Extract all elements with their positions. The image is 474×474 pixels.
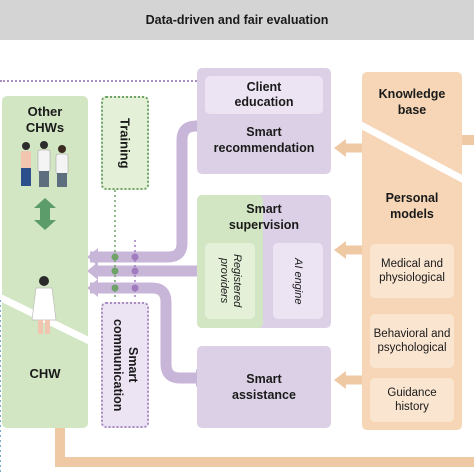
channel-to-assistance <box>90 282 198 384</box>
chw-column: Other CHWs CHW <box>2 96 88 428</box>
training-label: Training <box>117 117 133 169</box>
knowledge-diagonal-divider <box>362 120 462 188</box>
client-education-box: Client education <box>205 76 323 114</box>
smart-recommendation-label: Smart recommendation <box>213 125 315 155</box>
smart-assistance-box: Smart assistance <box>197 346 331 428</box>
recommendation-panel: Client education Smart recommendation <box>197 68 331 174</box>
chw-group-icon <box>16 140 78 190</box>
people-group-icon <box>21 141 69 187</box>
knowledge-base-label: Knowledge base <box>378 87 446 117</box>
diagram-title: Data-driven and fair evaluation <box>145 13 329 27</box>
behavioral-psychological-box: Behavioral and psychological <box>370 314 454 368</box>
chw-person-icon <box>28 274 60 336</box>
smart-communication-box: Smart communication <box>101 302 149 428</box>
feedback-loop-arrow <box>55 428 474 467</box>
smart-supervision-label: Smart supervision <box>228 202 300 232</box>
registered-providers-box: Registered providers <box>205 243 255 319</box>
training-box: Training <box>101 96 149 190</box>
title-banner: Data-driven and fair evaluation <box>0 0 474 40</box>
knowledge-panel: Knowledge base Personal models Medical a… <box>362 72 462 430</box>
dotted-connector-top <box>0 80 200 82</box>
ai-engine-label: AI engine <box>292 257 304 305</box>
chw-label: CHW <box>29 366 61 381</box>
guidance-history-box: Guidance history <box>370 378 454 422</box>
ai-engine-box: AI engine <box>273 243 323 319</box>
other-chws-label: Other CHWs <box>25 104 65 135</box>
personal-models-label: Personal models <box>385 191 439 221</box>
bidirectional-arrow-icon <box>32 198 58 230</box>
channel-to-recommendation <box>90 120 200 263</box>
smart-communication-label: Smart communication <box>111 318 140 412</box>
registered-providers-label: Registered providers <box>218 254 243 308</box>
supervision-panel: Smart supervision Registered providers A… <box>197 195 331 328</box>
medical-physiological-box: Medical and physiological <box>370 244 454 298</box>
